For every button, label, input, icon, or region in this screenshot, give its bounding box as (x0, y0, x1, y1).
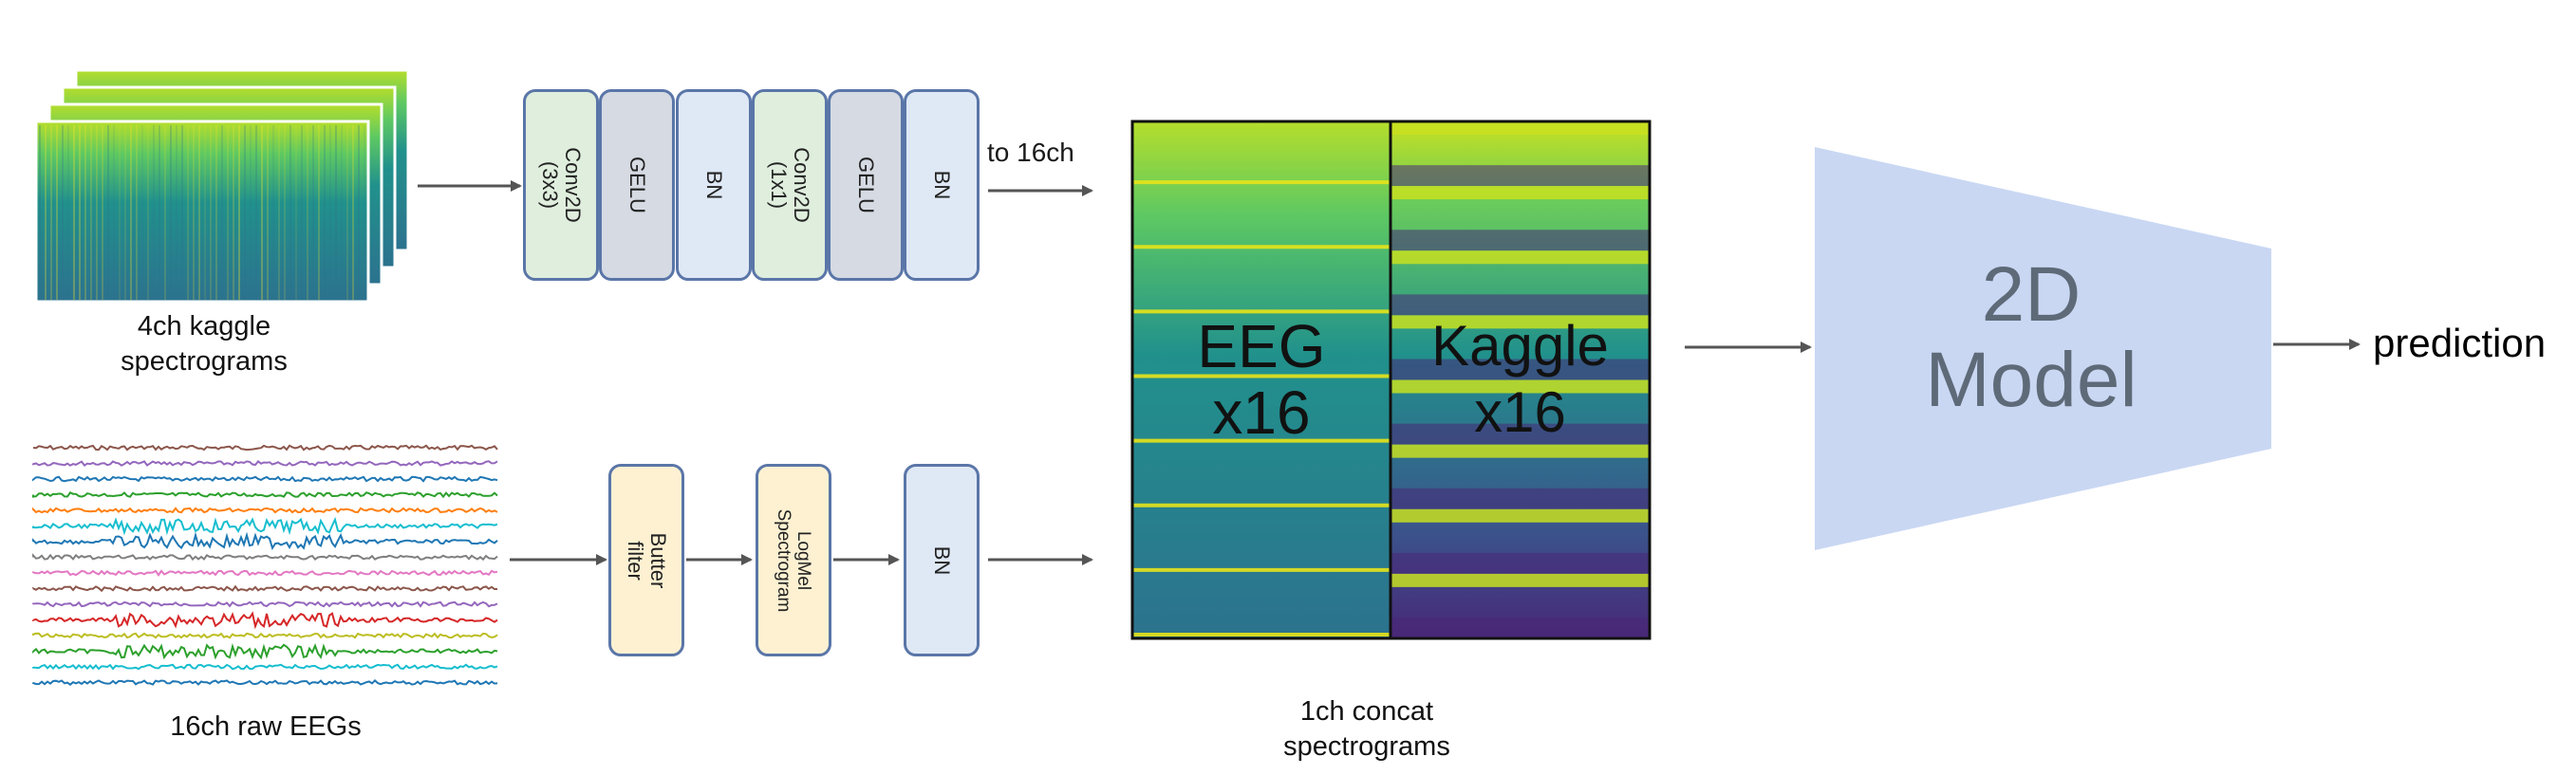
eeg-trace (32, 491, 498, 499)
eeg-trace (32, 569, 498, 577)
kaggle-band-bottom (1391, 552, 1650, 574)
raw-eeg-traces (32, 444, 498, 686)
eeg-trace (32, 553, 498, 562)
concat-band-lines (1132, 121, 1650, 638)
eeg-trace (32, 679, 498, 686)
block-label: Conv2D (3x3) (538, 147, 585, 223)
eeg-trace (32, 642, 498, 660)
block-bn-2: BN (904, 89, 980, 281)
kaggle-band-top (1391, 315, 1650, 329)
kaggle-band-bottom (1391, 165, 1650, 187)
block-bn-1: BN (676, 89, 752, 281)
eeg-trace (32, 531, 498, 551)
eeg-trace (32, 507, 498, 514)
eeg-trace (32, 460, 498, 467)
kaggle-band-top (1391, 121, 1650, 135)
kaggle-band-bottom (1391, 618, 1650, 638)
model-label: 2D Model (1925, 251, 2137, 423)
block-label: GELU (854, 157, 878, 213)
kaggle-band-top (1391, 573, 1650, 587)
prediction-label: prediction (2373, 321, 2547, 365)
kaggle-band-bottom (1391, 294, 1650, 316)
eeg-spectrogram-half (1132, 121, 1391, 638)
eeg-trace (32, 632, 498, 639)
concat-spectrogram (1130, 120, 1652, 640)
raw-eeg-caption: 16ch raw EEGs (170, 711, 362, 742)
eeg-trace (32, 475, 498, 483)
concat-eeg-label: EEG x16 (1197, 312, 1326, 447)
eeg-trace (32, 600, 498, 608)
block-label: Conv2D (1x1) (767, 147, 813, 223)
kaggle-band-top (1391, 250, 1650, 265)
kaggle-band-bottom (1391, 359, 1650, 380)
kaggle-band-bottom (1391, 230, 1650, 251)
block-conv2d-3x3: Conv2D (3x3) (523, 89, 599, 281)
eeg-trace (32, 584, 497, 593)
spectrogram-front-texture (39, 125, 365, 300)
kaggle-spectrogram-stack (34, 68, 410, 304)
eeg-trace (32, 516, 498, 536)
kaggle-band-top (1391, 379, 1650, 394)
kaggle-band-top (1391, 508, 1650, 523)
block-label: BN (702, 170, 726, 200)
model-trapezoid (1815, 147, 2271, 550)
block-gelu-1: GELU (599, 89, 675, 281)
block-butter-filter: Butter filter (608, 464, 684, 656)
eeg-trace (32, 611, 498, 630)
eeg-trace (32, 444, 498, 452)
block-label: Butter filter (624, 532, 670, 588)
block-bn-3: BN (904, 464, 980, 656)
kaggle-band-bottom (1391, 488, 1650, 509)
block-label: BN (930, 545, 954, 575)
kaggle-band-top (1391, 444, 1650, 458)
block-conv2d-1x1: Conv2D (1x1) (752, 89, 828, 281)
to-16ch-label: to 16ch (987, 138, 1074, 167)
spectrograms-caption: 4ch kaggle spectrograms (121, 311, 288, 377)
kaggle-band-bottom (1391, 423, 1650, 445)
kaggle-band-top (1391, 186, 1650, 200)
spectrogram-layer (34, 120, 370, 304)
block-logmel-spectrogram: LogMel Spectrogram (756, 464, 831, 656)
block-gelu-2: GELU (828, 89, 904, 281)
flow-arrows (418, 180, 2361, 565)
block-label: BN (930, 170, 954, 200)
concat-kaggle-label: Kaggle x16 (1431, 314, 1609, 444)
block-label: LogMel Spectrogram (774, 508, 813, 612)
concat-caption: 1ch concat spectrograms (1283, 696, 1450, 762)
eeg-trace (32, 663, 498, 671)
block-label: GELU (625, 157, 649, 213)
